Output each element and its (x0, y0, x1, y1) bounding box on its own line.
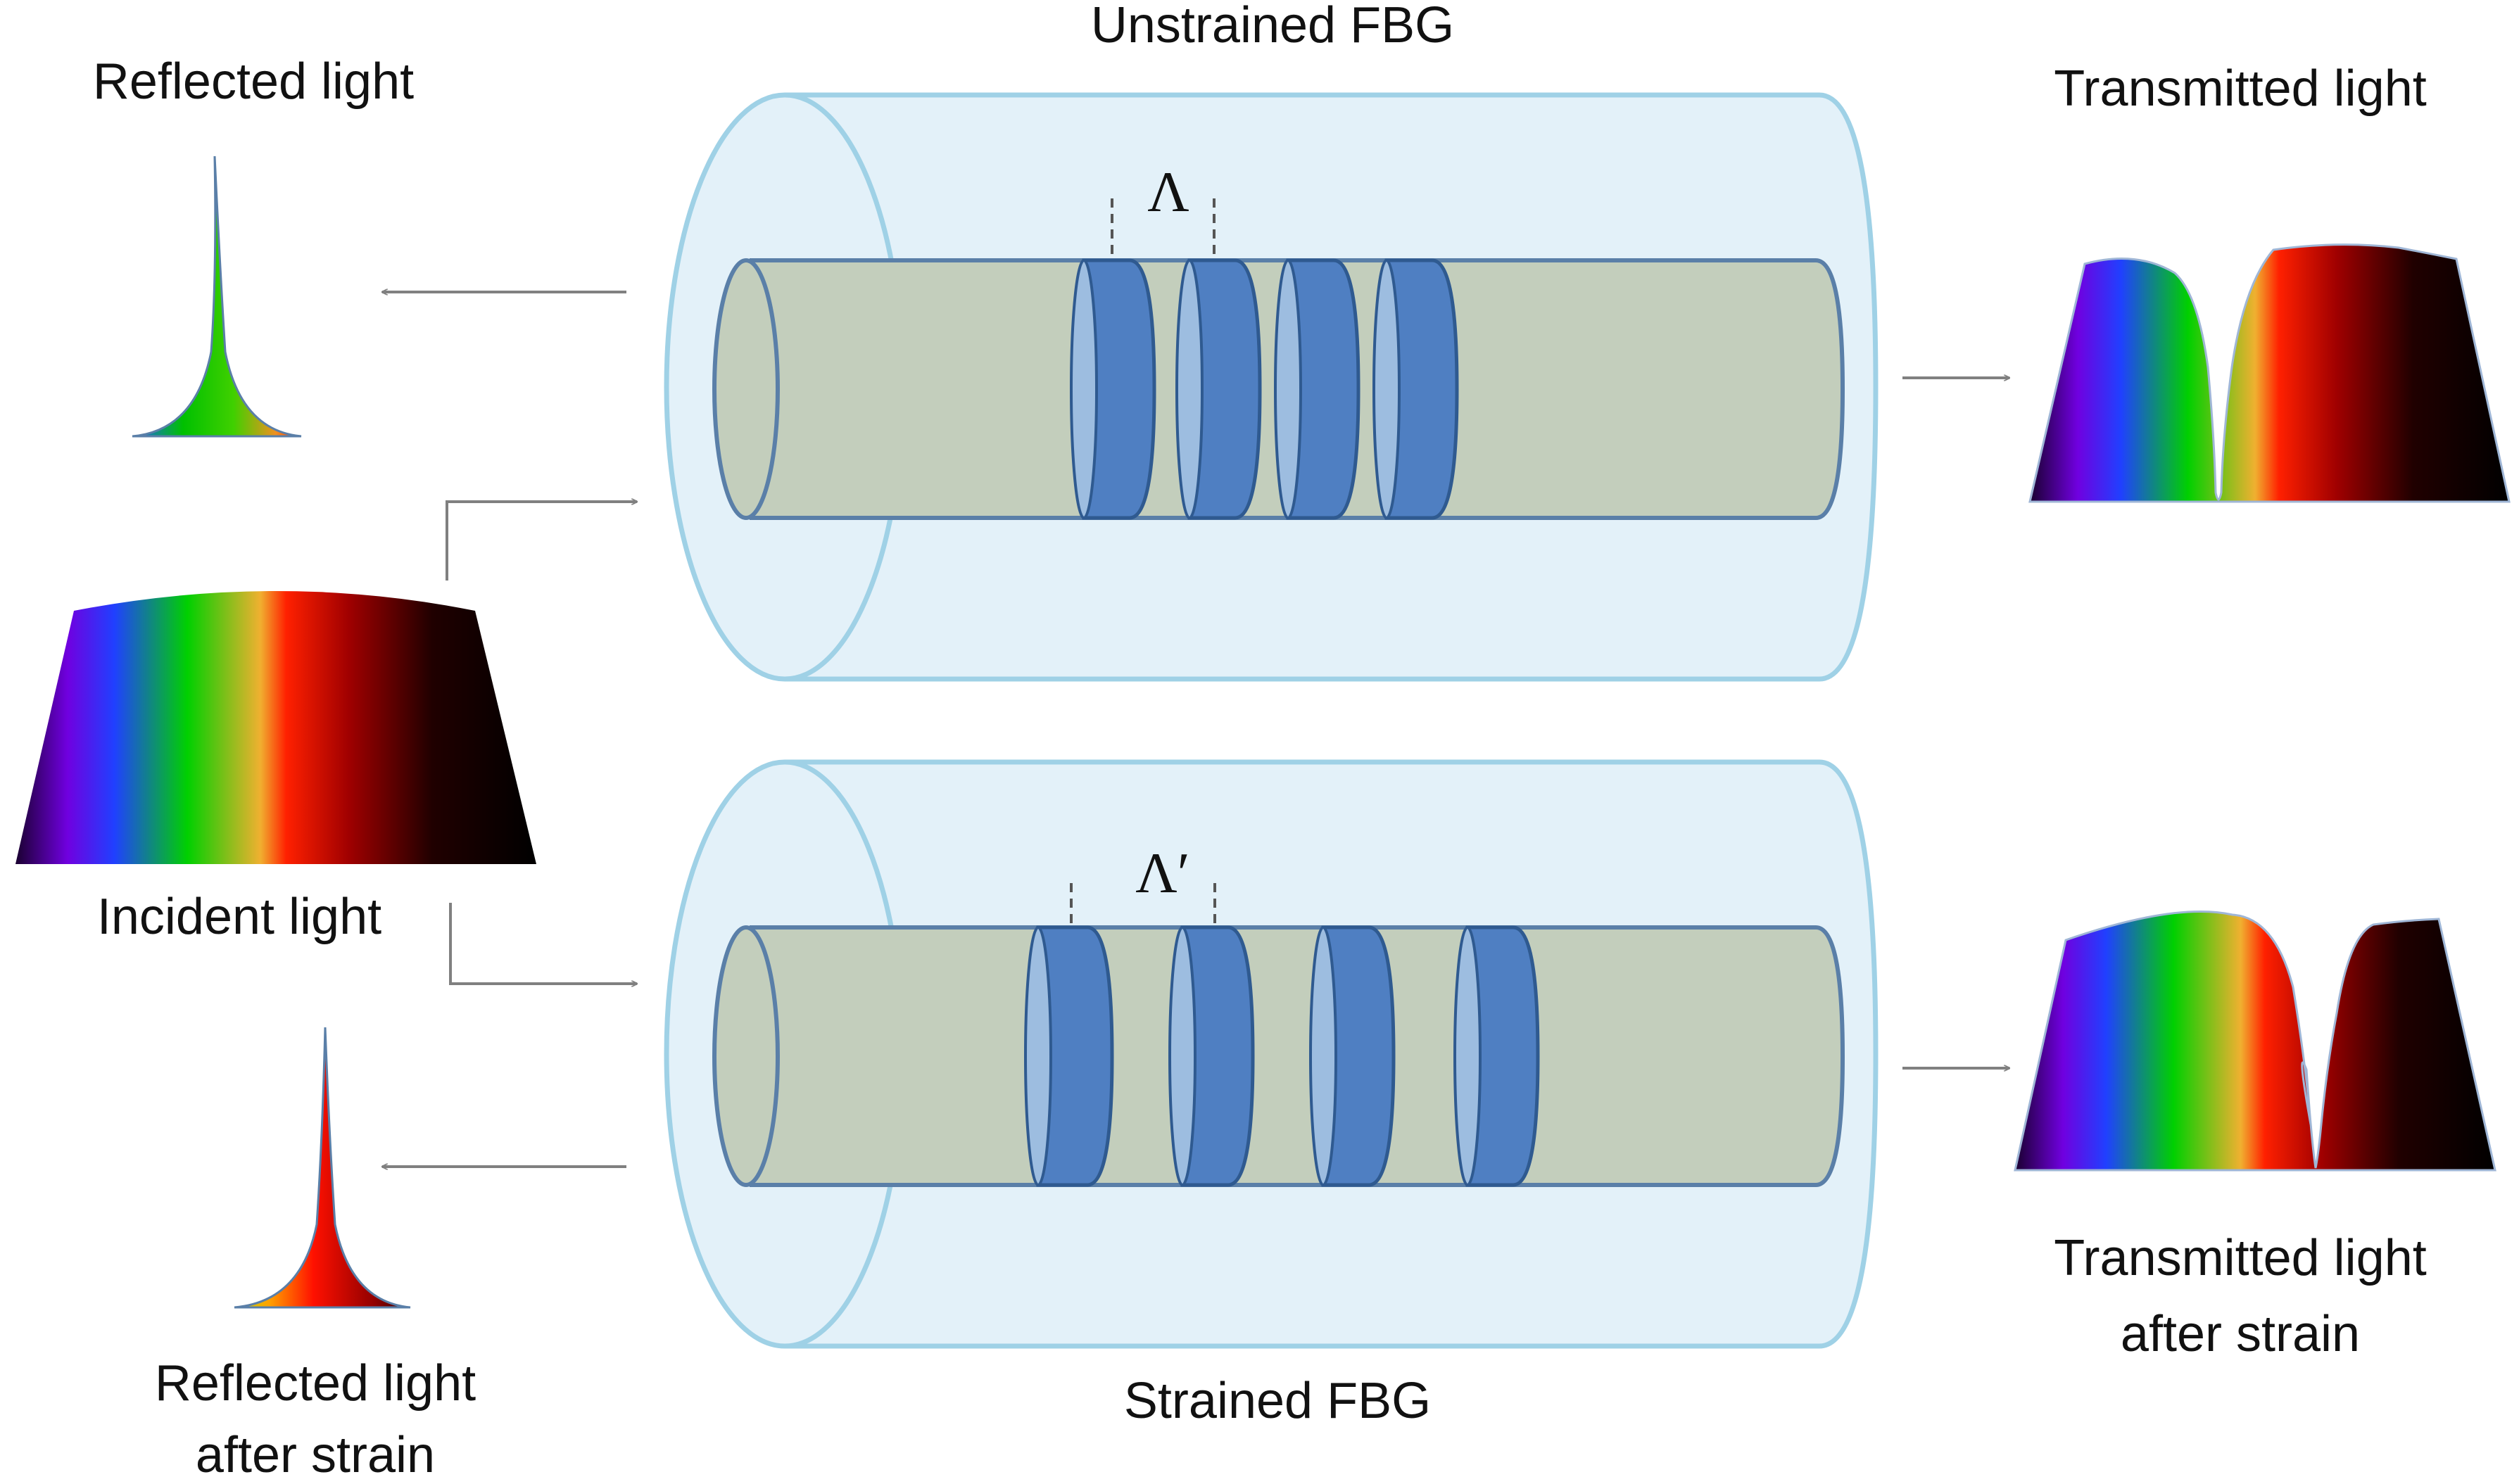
gratings-strained (1024, 925, 1540, 1187)
reflected-after-strain-label-2: after strain (196, 1427, 435, 1483)
core-strained (712, 925, 1845, 1187)
reflected-strain-spectrum (234, 1027, 411, 1309)
transmitted-spectrum (2028, 243, 2511, 503)
grating-2 (1175, 258, 1262, 520)
unstrained-fbg-title: Unstrained FBG (1091, 0, 1454, 53)
incident-to-strained-arrow (449, 903, 637, 984)
grating-1 (1024, 925, 1114, 1187)
arrows (382, 292, 2009, 1167)
reflected-spectrum (132, 156, 302, 438)
transmitted-light-label: Transmitted light (2054, 61, 2427, 117)
strained-fbg: Λ′ (664, 759, 1879, 1349)
incident-light-label: Incident light (97, 889, 381, 945)
incident-spectrum (15, 591, 536, 864)
transmitted-after-strain-label-1: Transmitted light (2054, 1230, 2427, 1286)
grating-1 (1070, 258, 1156, 520)
reflected-after-strain-label-1: Reflected light (155, 1355, 476, 1412)
grating-period-label: Λ (1147, 160, 1189, 224)
reflected-light-label: Reflected light (93, 53, 414, 110)
period-marker-strained: Λ′ (1070, 841, 1216, 926)
strained-fbg-title: Strained FBG (1124, 1373, 1431, 1429)
transmitted-strain-spectrum (2014, 911, 2496, 1172)
grating-3 (1274, 258, 1360, 520)
grating-2 (1168, 925, 1255, 1187)
grating-4 (1453, 925, 1540, 1187)
incident-to-unstrained-arrow (446, 502, 637, 581)
grating-3 (1309, 925, 1396, 1187)
unstrained-fbg: Λ (664, 92, 1879, 682)
grating-period-strained-label: Λ′ (1135, 841, 1189, 905)
grating-4 (1372, 258, 1459, 520)
transmitted-after-strain-label-2: after strain (2121, 1306, 2360, 1362)
gratings-unstrained (1070, 258, 1459, 520)
period-marker-unstrained: Λ (1111, 160, 1216, 259)
